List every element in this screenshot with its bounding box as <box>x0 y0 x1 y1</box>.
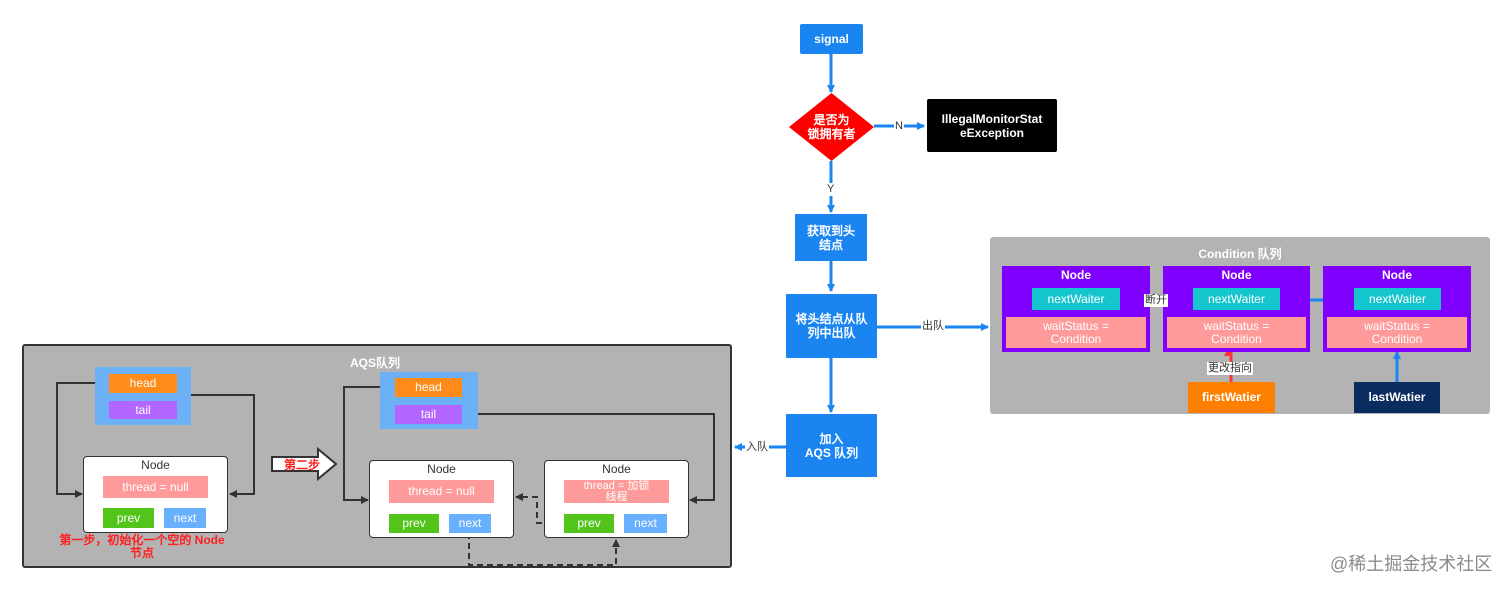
edge-label-y: Y <box>826 183 836 196</box>
step2-node-a-prev-field: prev <box>389 514 439 533</box>
step1-head-pointer: head <box>109 374 177 393</box>
step2-node-a-thread-field: thread = null <box>389 480 494 503</box>
step2-head-pointer: head <box>395 378 462 397</box>
edge-label-change: 更改指向 <box>1207 362 1253 375</box>
step1-node-title: Node <box>141 458 170 472</box>
step2-label: 第二步 <box>284 458 321 472</box>
condition-node-title: Node <box>1221 268 1252 282</box>
condition-node-title: Node <box>1061 268 1091 282</box>
aqs-queue-title: AQS队列 <box>349 356 400 370</box>
decision-label: 是否为 锁拥有者 <box>807 113 856 141</box>
step1-tail-pointer: tail <box>109 401 177 419</box>
first-waiter-box: firstWatier <box>1188 382 1275 413</box>
step2-node-a-title: Node <box>427 462 456 476</box>
next-waiter-2: nextWaiter <box>1193 288 1280 310</box>
condition-node-title: Node <box>1382 268 1412 282</box>
step1-thread-field: thread = null <box>103 476 208 498</box>
edge-label-n: N <box>894 120 904 133</box>
decision-diamond: 是否为 锁拥有者 <box>789 93 874 161</box>
condition-node-2: Node nextWaiter waitStatus = Condition <box>1163 266 1310 352</box>
edge-label-dequeue: 出队 <box>921 320 945 333</box>
step1-node: Node thread = null prev next <box>83 456 228 533</box>
watermark: @稀土掘金技术社区 <box>1330 554 1493 574</box>
step2-node-b-prev-field: prev <box>564 514 614 533</box>
condition-node-1: Node nextWaiter waitStatus = Condition <box>1002 266 1150 352</box>
signal-box: signal <box>800 24 863 54</box>
edge-label-enqueue: 入队 <box>745 441 769 454</box>
wait-status-3: waitStatus = Condition <box>1327 317 1467 348</box>
condition-node-3: Node nextWaiter waitStatus = Condition <box>1323 266 1471 352</box>
step2-node-b-next-field: next <box>624 514 667 533</box>
next-waiter-3: nextWaiter <box>1354 288 1441 310</box>
step1-prev-field: prev <box>103 508 154 528</box>
wait-status-2: waitStatus = Condition <box>1167 317 1306 348</box>
last-waiter-box: lastWatier <box>1354 382 1440 413</box>
step2-node-a: Node thread = null prev next <box>369 460 514 538</box>
exception-box: IllegalMonitorStat eException <box>927 99 1057 152</box>
wait-status-1: waitStatus = Condition <box>1006 317 1146 348</box>
condition-queue-title: Condition 队列 <box>1198 247 1282 261</box>
step1-caption: 第一步，初始化一个空的 Node 节点 <box>59 533 225 560</box>
next-waiter-1: nextWaiter <box>1032 288 1120 310</box>
dequeue-box: 将头结点从队 列中出队 <box>786 294 877 358</box>
step2-node-b: Node thread = 加锁 线程 prev next <box>544 460 689 538</box>
step2-node-a-next-field: next <box>449 514 491 533</box>
edge-label-break: 断开 <box>1144 294 1168 307</box>
step2-tail-pointer: tail <box>395 405 462 424</box>
step2-node-b-thread-field: thread = 加锁 线程 <box>564 480 669 503</box>
step2-node-b-title: Node <box>602 462 631 476</box>
step1-next-field: next <box>164 508 206 528</box>
enqueue-box: 加入 AQS 队列 <box>786 414 877 477</box>
get-head-box: 获取到头 结点 <box>795 214 867 261</box>
